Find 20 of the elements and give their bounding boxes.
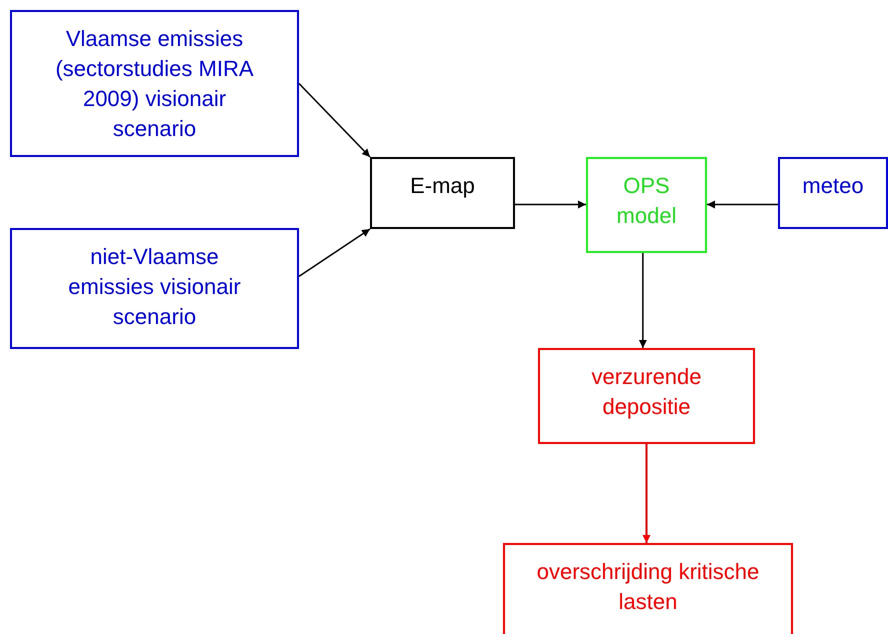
process-box	[538, 348, 755, 444]
box-label: niet-Vlaamse emissies visionair scenario	[67, 243, 242, 331]
arrow	[298, 228, 370, 278]
box-label: verzurende depositie	[590, 363, 703, 421]
box-label: E-map	[409, 172, 476, 200]
process-box	[10, 228, 299, 349]
arrow	[638, 253, 647, 348]
box-label: meteo	[801, 172, 865, 200]
arrow	[707, 200, 778, 209]
process-box	[778, 157, 888, 229]
process-box	[370, 157, 515, 229]
arrow	[298, 82, 371, 158]
process-box	[586, 157, 707, 253]
box-label: OPS model	[616, 172, 678, 230]
box-label: Vlaamse emissies (sectorstudies MIRA 2009) visionair scenario	[54, 25, 254, 143]
process-box	[503, 543, 793, 634]
box-label: overschrijding kritische lasten	[536, 558, 760, 616]
arrow	[515, 200, 586, 209]
arrow	[642, 444, 650, 543]
process-box	[10, 10, 299, 157]
